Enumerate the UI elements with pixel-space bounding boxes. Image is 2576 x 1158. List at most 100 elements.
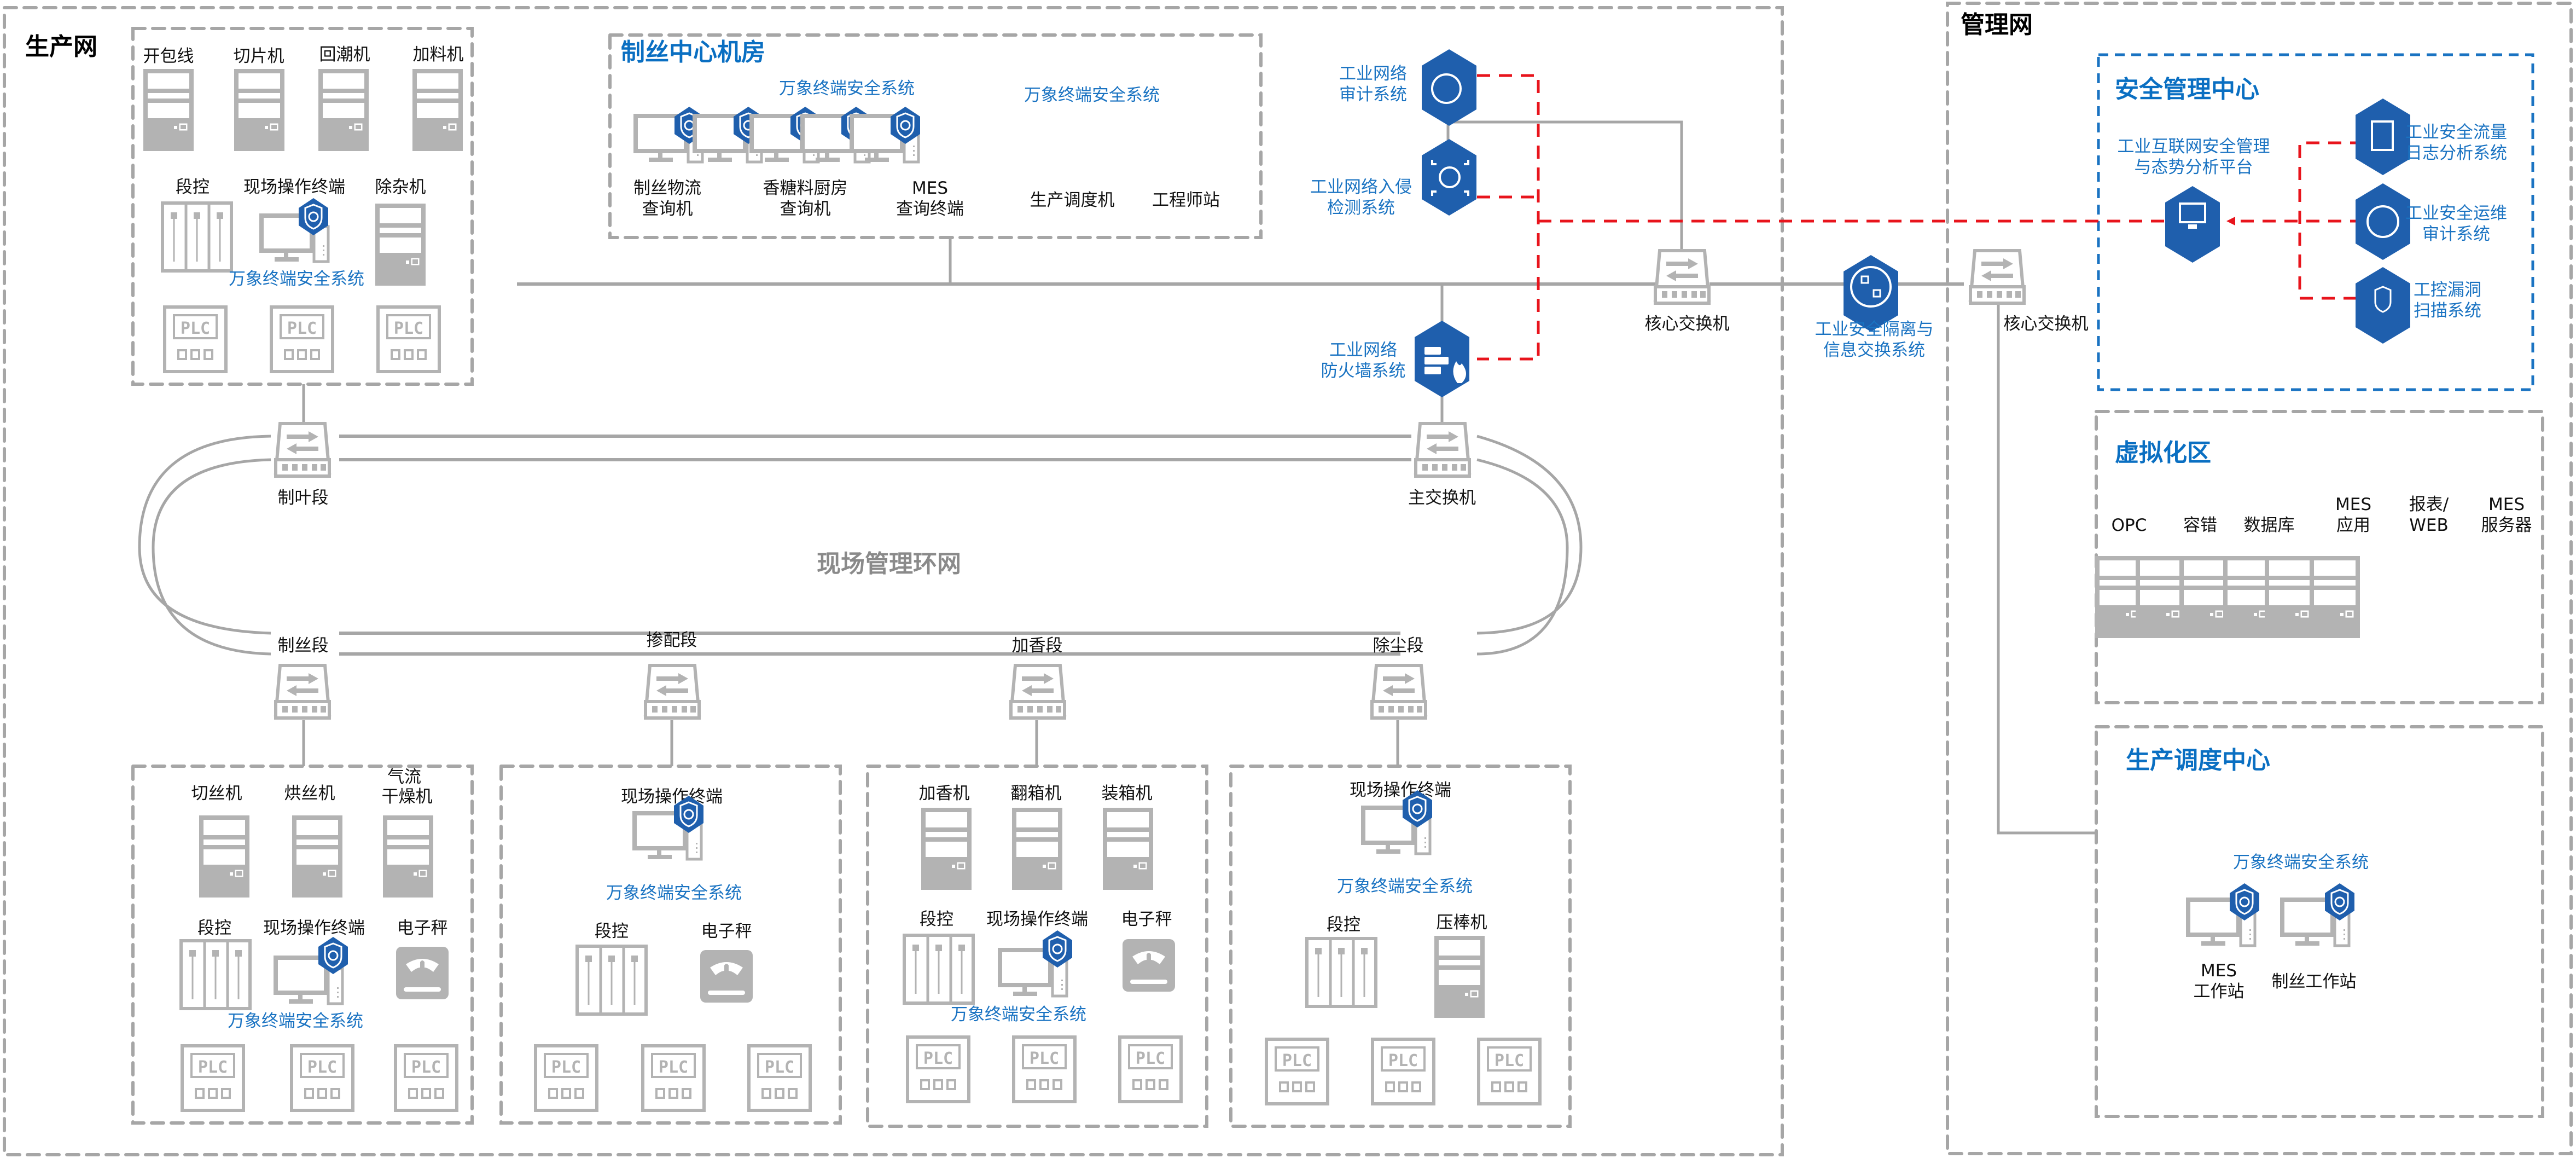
system-label: 扫描系统 (2414, 301, 2481, 321)
host-label: 制丝物流 (633, 178, 701, 198)
traffic-log-system-icon[interactable] (2356, 99, 2410, 175)
isolation-gateway[interactable]: 工业安全隔离与 信息交换系统 (1815, 255, 1934, 360)
security-monitoring-links (1477, 74, 2363, 361)
system-label: 工业安全运维 (2405, 204, 2507, 223)
audit-system[interactable]: 工业网络 审计系统 (1339, 49, 1476, 126)
terminal-label: 现场操作终端 (1350, 780, 1451, 800)
virtual-server-icon[interactable] (2309, 555, 2360, 639)
security-agent-label: 万象终端安全系统 (229, 269, 364, 289)
security-agent-label: 万象终端安全系统 (606, 883, 742, 903)
plc-icon[interactable] (536, 1046, 597, 1110)
ops-audit-system-icon[interactable] (2356, 183, 2410, 260)
server-label: 容错 (2183, 516, 2217, 535)
plc-icon[interactable] (749, 1046, 810, 1110)
monitor-gear-icon (2179, 202, 2206, 223)
plc-icon[interactable] (1479, 1039, 1540, 1104)
ring-switch-icon[interactable] (276, 424, 329, 476)
virtual-server-icon[interactable] (2135, 555, 2187, 639)
audit-system-icon[interactable] (1422, 49, 1476, 126)
zone-leaf-line-cluster (131, 27, 474, 386)
host-label: 生产调度机 (1030, 190, 1115, 210)
management-network-zone (1946, 2, 2573, 1155)
audit-system-label: 工业网络 (1339, 64, 1407, 84)
server-icon[interactable] (1011, 807, 1063, 890)
ring-switch-icon[interactable] (276, 665, 329, 718)
system-label: 工业安全流量 (2405, 123, 2507, 142)
ring-switch-label: 制叶段 (278, 488, 329, 508)
plc-icon[interactable] (182, 1046, 243, 1110)
server-label: 应用 (2336, 516, 2370, 535)
server-icon[interactable] (375, 203, 426, 286)
server-icon[interactable] (199, 815, 250, 898)
dispatch-center-title: 生产调度中心 (2126, 746, 2270, 774)
server-icon[interactable] (292, 815, 343, 898)
machine-label: 装箱机 (1102, 784, 1153, 803)
gateway-label: 工业安全隔离与 (1815, 320, 1934, 339)
ids-system-label: 工业网络入侵 (1310, 177, 1412, 197)
core-switch-icon[interactable] (1655, 251, 1709, 303)
machine-label: 开包线 (143, 47, 194, 66)
management-network-title: 管理网 (1961, 11, 2033, 39)
ring-switch-icon[interactable] (646, 665, 699, 718)
server-icon[interactable] (1102, 807, 1154, 890)
virtual-server-icon[interactable] (2179, 555, 2230, 639)
segment-controller-icon[interactable] (577, 946, 646, 1014)
machine-label: 加香机 (919, 784, 970, 803)
ring-switch-label: 制丝段 (278, 636, 329, 656)
electronic-scale-icon[interactable] (700, 950, 753, 1003)
plc-icon[interactable] (292, 1046, 353, 1110)
machine-label: 回潮机 (319, 45, 370, 65)
ring-switch-icon[interactable] (1011, 665, 1065, 718)
chart-log-icon (2371, 120, 2394, 151)
segment-controller-icon[interactable] (181, 941, 250, 1009)
ids-system[interactable]: 工业网络入侵 检测系统 (1310, 139, 1476, 218)
plc-icon[interactable] (643, 1046, 704, 1110)
plc-icon[interactable] (378, 307, 439, 372)
globe-icon (1431, 73, 1462, 104)
security-agent-label: 万象终端安全系统 (951, 1005, 1086, 1024)
security-agent-label: 万象终端安全系统 (1024, 85, 1160, 105)
vuln-scan-system-icon[interactable] (2356, 267, 2410, 344)
exchange-box (1860, 275, 1869, 284)
terminal-label: 现场操作终端 (263, 918, 365, 938)
server-icon[interactable] (1434, 935, 1485, 1018)
plc-icon[interactable] (165, 307, 226, 372)
main-switch-icon[interactable] (1416, 424, 1469, 476)
plc-icon[interactable] (396, 1046, 457, 1110)
station-label: 工作站 (2194, 982, 2244, 1001)
brick-icon (1424, 357, 1449, 364)
server-icon[interactable] (382, 815, 434, 898)
electronic-scale-icon[interactable] (396, 947, 449, 999)
segment-controller-icon[interactable] (162, 203, 231, 271)
server-label: 服务器 (2481, 516, 2532, 535)
server-label: WEB (2409, 516, 2449, 535)
system-label: 工控漏洞 (2414, 280, 2481, 300)
mgmt-core-switch-icon[interactable] (1970, 251, 2024, 303)
segment-ctrl-label: 段控 (197, 918, 231, 938)
exchange-icon (1850, 266, 1892, 308)
plc-icon[interactable] (908, 1037, 969, 1102)
segment-controller-icon[interactable] (904, 935, 973, 1003)
plc-icon[interactable] (1120, 1037, 1181, 1102)
segment-ctrl-label: 段控 (176, 177, 210, 197)
server-icon[interactable] (143, 68, 194, 152)
electronic-scale-icon[interactable] (1123, 939, 1175, 992)
ring-network-title: 现场管理环网 (817, 550, 961, 578)
ring-switch-icon[interactable] (1372, 665, 1426, 718)
firewall-system[interactable]: 工业网络 防火墙系统 (1321, 321, 1470, 397)
server-label: OPC (2112, 516, 2147, 535)
virtual-server-icon[interactable] (2264, 555, 2316, 639)
plc-icon[interactable] (1266, 1039, 1328, 1104)
plc-icon[interactable] (1373, 1039, 1434, 1104)
server-icon[interactable] (921, 807, 972, 890)
server-icon[interactable] (234, 68, 285, 152)
blending-cluster: 现场操作终端 万象终端安全系统 段控 电子秤 (536, 787, 810, 1110)
terminal-label: 现场操作终端 (621, 787, 723, 807)
ids-system-icon[interactable] (1422, 139, 1476, 216)
plc-icon[interactable] (1014, 1037, 1075, 1102)
server-icon[interactable] (318, 68, 369, 152)
server-icon[interactable] (412, 68, 463, 152)
plc-icon[interactable] (271, 307, 333, 372)
scale-label: 电子秤 (701, 922, 752, 941)
segment-controller-icon[interactable] (1307, 939, 1376, 1006)
